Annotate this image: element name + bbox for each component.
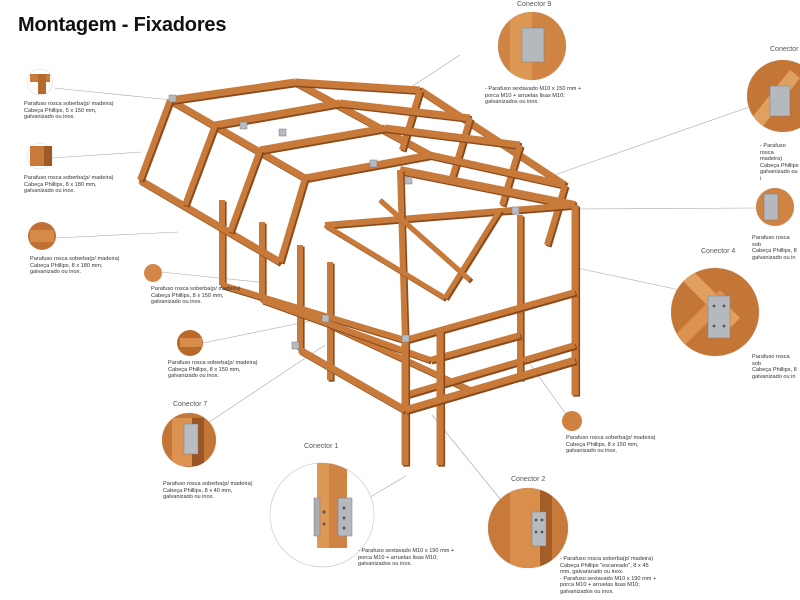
- brace: [378, 198, 472, 282]
- eave-beam: [168, 96, 307, 182]
- fastener-note: - Parafuso sextavado M10 x 190 mm + porc…: [358, 548, 455, 568]
- fastener-note: Parafuso rosca sob Cabeça Phillips, 8 ga…: [752, 235, 797, 261]
- fastener-note: Parafuso rosca soberba(p/ madeira) Cabeç…: [168, 360, 258, 380]
- eave-beam: [138, 176, 282, 266]
- sill: [404, 356, 576, 414]
- steel-plate: [239, 121, 248, 130]
- connector-7-label: Conector 7: [173, 401, 208, 408]
- steel-plate: [369, 159, 378, 168]
- sill: [298, 346, 407, 414]
- connector-2-label: Conector 2: [511, 476, 546, 483]
- connector-1-label: Conector 1: [304, 443, 339, 450]
- front-rafter: [399, 166, 576, 209]
- connector-right-label: Conector: [770, 46, 799, 53]
- connector-4-label: Conector 4: [701, 248, 736, 255]
- rafter: [169, 78, 296, 104]
- rafter: [294, 78, 421, 94]
- fastener-note: Parafuso rosca soberba(p/ madeira) Cabeç…: [24, 175, 114, 195]
- front-girt: [404, 289, 576, 343]
- rafter-diagonal: [182, 123, 218, 207]
- steel-plate: [321, 314, 330, 323]
- detail-post: [30, 146, 44, 166]
- fastener-note: - Parafuso rosca soberba(p/ madeira) Cab…: [560, 556, 657, 595]
- rafter: [429, 151, 566, 189]
- steel-plate: [278, 128, 287, 137]
- steel-plate: [404, 176, 413, 185]
- connector-9-label: Conector 9: [517, 1, 552, 8]
- fastener-note: Parafuso rosca soberba(p/ madeira) Cabeç…: [151, 286, 241, 306]
- rafter-diagonal: [277, 177, 308, 263]
- brace: [442, 208, 503, 300]
- rafter-diagonal: [227, 148, 263, 234]
- fastener-note: Parafuso rosca soberba(p/ madeira) Cabeç…: [163, 481, 253, 501]
- rafter: [339, 99, 471, 122]
- rafter: [214, 99, 341, 129]
- truss-post: [449, 117, 473, 179]
- fastener-note: Parafuso rosca sob Cabeça Phillips, 8 ga…: [752, 354, 797, 380]
- connector-details: [26, 11, 800, 569]
- steel-plate: [401, 334, 410, 343]
- brace: [323, 222, 447, 301]
- truss-post: [399, 89, 423, 151]
- rafter: [259, 124, 386, 154]
- fastener-note: Parafuso rosca soberba(p/ madeira) Cabeç…: [30, 256, 120, 276]
- front-post: [397, 169, 408, 341]
- steel-plate: [511, 206, 520, 215]
- detail-circle: [562, 411, 582, 431]
- detail-post: [38, 74, 46, 94]
- rafter: [304, 151, 431, 182]
- rafter: [384, 124, 521, 149]
- rafter-diagonal: [137, 98, 173, 182]
- truss-post: [544, 184, 568, 246]
- fastener-note: Parafuso rosca soberba(p/ madeira) Cabeç…: [24, 101, 114, 121]
- fastener-note: - Parafuso sextavado M10 x 150 mm + porc…: [485, 86, 582, 106]
- steel-plate: [291, 341, 300, 350]
- fastener-note: Parafuso rosca soberba(p/ madeira) Cabeç…: [566, 435, 656, 455]
- timber-frame: [137, 78, 581, 467]
- detail-post: [44, 146, 52, 166]
- detail-beam: [30, 230, 54, 242]
- page-title: Montagem - Fixadores: [18, 14, 227, 36]
- fastener-note: - Parafuso rosca madeira) Cabeça Phillip…: [760, 143, 799, 182]
- eave-beam: [418, 87, 567, 188]
- front-sill: [404, 342, 576, 398]
- detail-beam: [180, 338, 202, 347]
- front-tie: [324, 202, 576, 228]
- steel-plate: [168, 94, 177, 103]
- floor-beam: [221, 282, 406, 343]
- detail-circle: [144, 264, 162, 282]
